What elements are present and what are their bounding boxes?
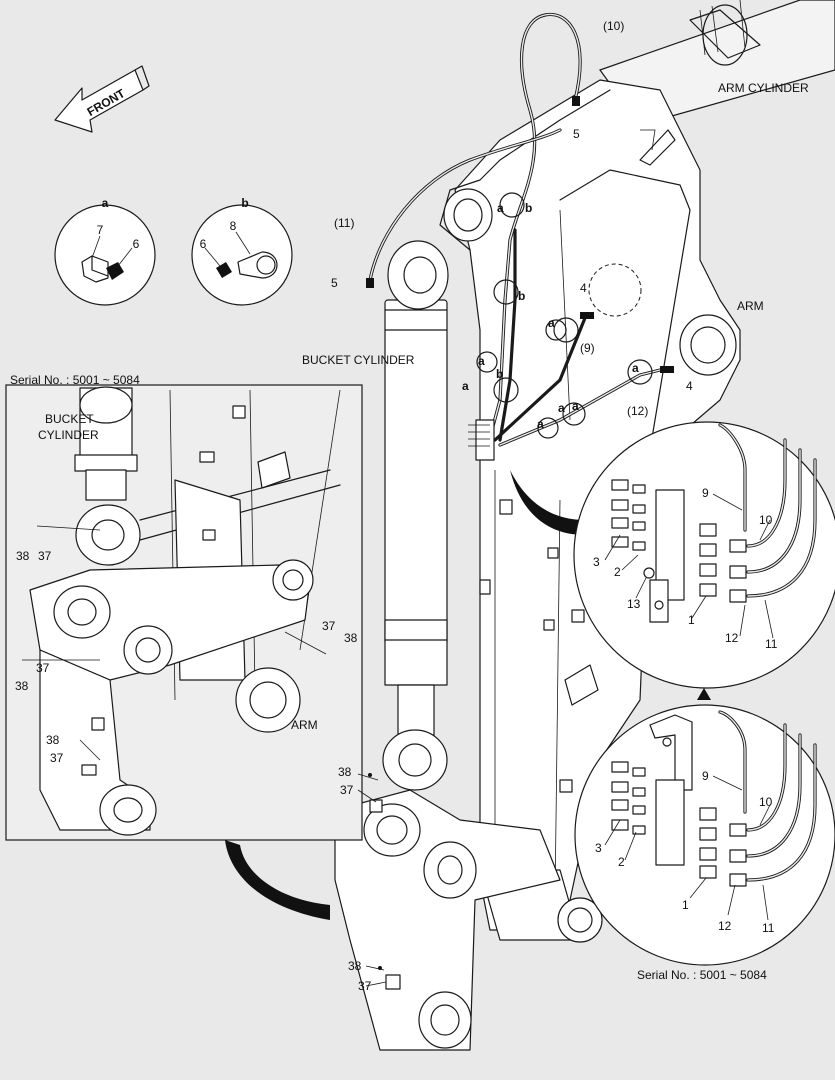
front-arrow: FRONT (54, 65, 150, 133)
lower-part-11: 11 (762, 921, 775, 935)
inset-part-37-c: 37 (36, 661, 50, 675)
hose-10-callout: (10) (603, 19, 624, 33)
ref-a-7: a (537, 417, 544, 431)
main-part-37-b: 37 (358, 979, 372, 993)
upper-part-12: 12 (725, 631, 739, 645)
detail-fitting-upper (510, 421, 835, 689)
ref-b-1: b (525, 201, 532, 215)
upper-part-1: 1 (688, 613, 695, 627)
inset-arm-label: ARM (291, 718, 318, 732)
inset-part-38-c: 38 (15, 679, 29, 693)
detail-fitting-lower (225, 704, 835, 966)
upper-part-10: 10 (759, 513, 773, 527)
inset-part-37-b: 37 (322, 619, 336, 633)
detail-serial-label: Serial No. : 5001 ~ 5084 (637, 968, 767, 982)
bucket-cylinder-main (382, 240, 449, 791)
hose-11-callout: (11) (334, 216, 354, 230)
ref-a-2: a (478, 354, 485, 368)
inset-box (5, 384, 363, 841)
detail-b-part-8: 8 (230, 219, 237, 233)
lower-part-10: 10 (759, 795, 773, 809)
fittings-right-upper (699, 523, 747, 603)
hose-12-callout: (12) (627, 404, 648, 418)
ref-a-3: a (462, 379, 469, 393)
inset-part-38-d: 38 (46, 733, 60, 747)
fittings-left-upper (611, 479, 655, 579)
lower-part-2: 2 (618, 855, 625, 869)
pin-parts-main (357, 773, 387, 987)
ref-a-5: a (558, 401, 565, 415)
view-marker-triangle (697, 688, 711, 700)
fittings-left-lower (611, 761, 646, 835)
part-4-right-callout: 4 (686, 379, 693, 393)
inset-part-38-a: 38 (16, 549, 30, 563)
ref-b-2: b (518, 289, 525, 303)
inset-serial-label: Serial No. : 5001 ~ 5084 (10, 373, 140, 387)
detail-b-part-6: 6 (200, 237, 207, 251)
main-part-37-a: 37 (340, 783, 354, 797)
ref-b-3: b (496, 367, 503, 381)
ref-a-6: a (572, 399, 579, 413)
main-part-38-b: 38 (348, 959, 362, 973)
upper-part-9: 9 (702, 486, 709, 500)
detail-a-part-7: 7 (97, 223, 104, 237)
part-5-top-callout: 5 (573, 127, 580, 141)
upper-part-3: 3 (593, 555, 600, 569)
inset-part-38-b: 38 (344, 631, 358, 645)
fittings-right-lower (699, 807, 747, 887)
inset-bucket-label-2: CYLINDER (38, 428, 99, 442)
part-5-left-callout: 5 (331, 276, 338, 290)
inset-part-37-a: 37 (38, 549, 52, 563)
detail-a-title: a (102, 196, 109, 210)
detail-a-part-6: 6 (133, 237, 140, 251)
lower-part-1: 1 (682, 898, 689, 912)
inset-bucket-label-1: BUCKET (45, 412, 94, 426)
lower-part-9: 9 (702, 769, 709, 783)
arm-label-main: ARM (737, 299, 764, 313)
detail-b-title: b (241, 196, 248, 210)
main-part-38-a: 38 (338, 765, 352, 779)
lower-part-3: 3 (595, 841, 602, 855)
part-4-upper-callout: 4 (580, 281, 587, 295)
ref-a-1: a (497, 201, 504, 215)
ref-a-4: a (548, 316, 555, 330)
detail-view-b: b 8 6 (191, 196, 293, 306)
upper-part-13: 13 (627, 597, 641, 611)
arm-cylinder-label: ARM CYLINDER (718, 81, 809, 95)
upper-part-2: 2 (614, 565, 621, 579)
hose-9-callout: (9) (580, 341, 595, 355)
ref-a-8: a (632, 361, 639, 375)
detail-view-a: a 7 6 (54, 196, 156, 306)
hose-routing-main (366, 12, 674, 461)
inset-part-37-d: 37 (50, 751, 64, 765)
bucket-link-main (334, 789, 561, 1051)
bucket-cylinder-label: BUCKET CYLINDER (302, 353, 415, 367)
upper-part-11: 11 (765, 637, 778, 651)
lower-part-12: 12 (718, 919, 732, 933)
